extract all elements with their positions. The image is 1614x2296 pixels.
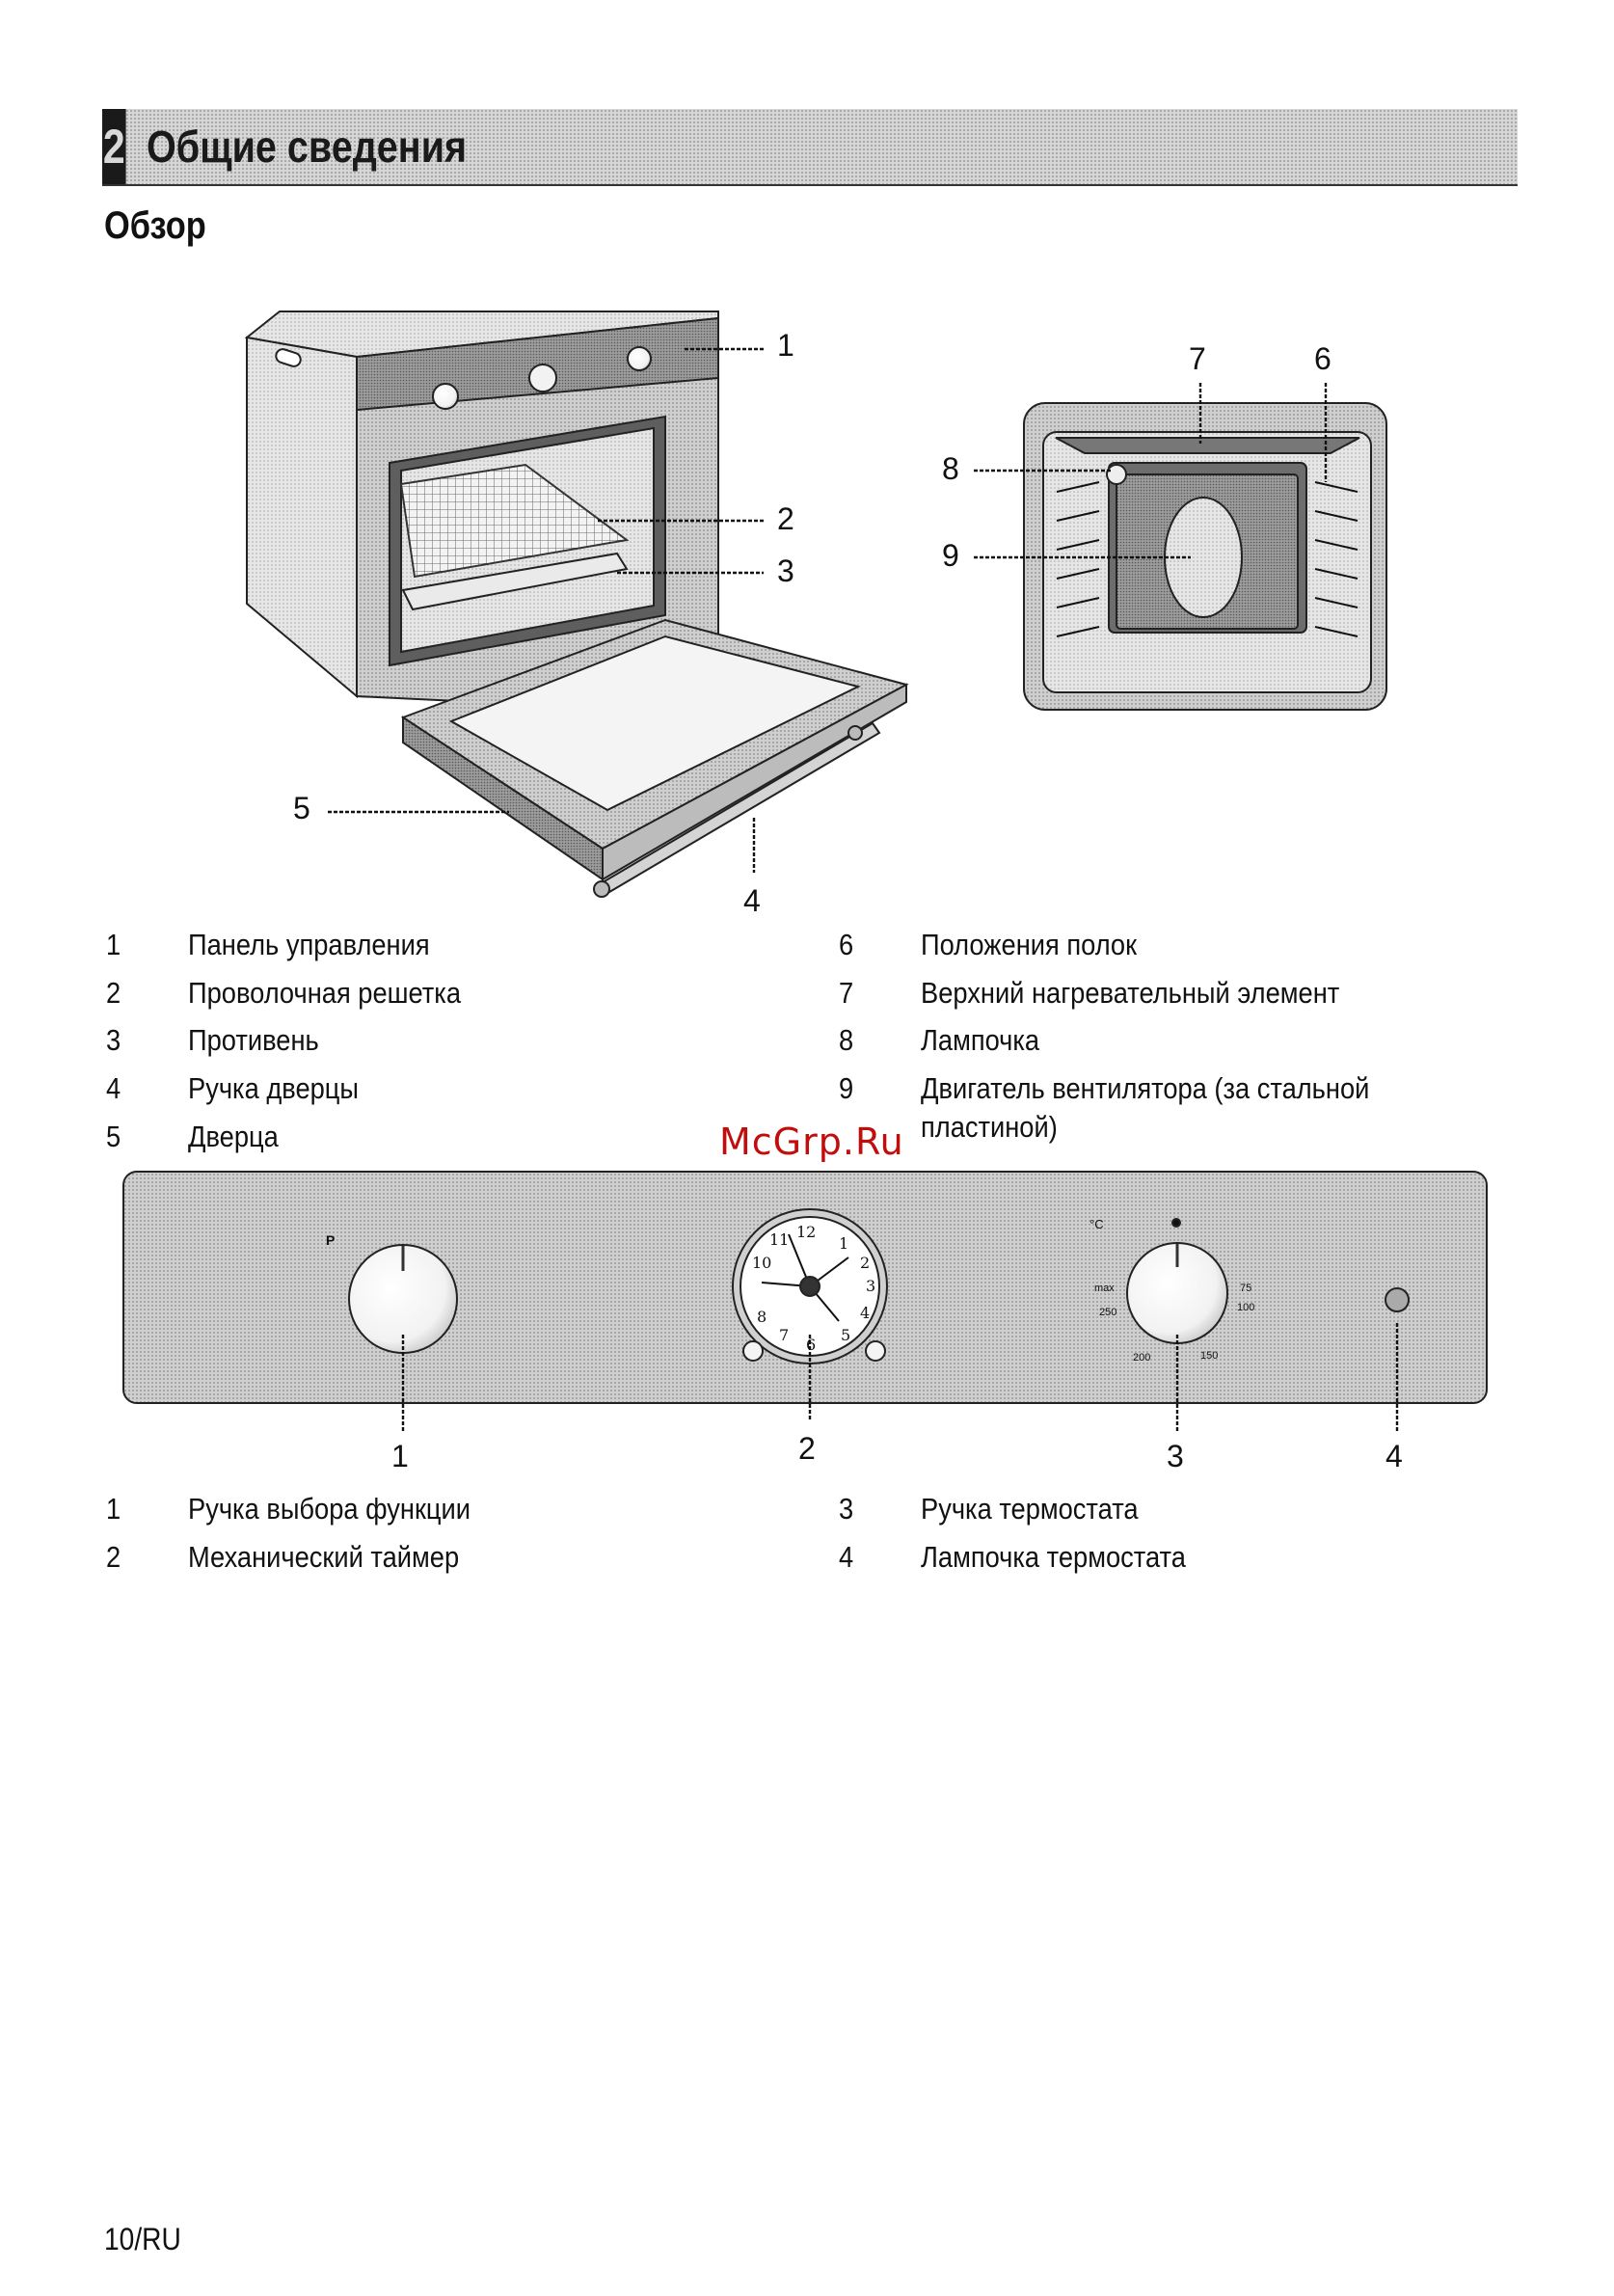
thermostat-250: 250 xyxy=(1099,1307,1117,1318)
oven-3d-view xyxy=(244,311,909,898)
legend-num: 7 xyxy=(839,976,854,1010)
callout-5: 5 xyxy=(293,791,310,825)
panel-legend-text: Ручка термостата xyxy=(921,1492,1139,1526)
panel-legend-num: 3 xyxy=(839,1492,854,1526)
legend-text: Дверца xyxy=(188,1120,279,1153)
panel-callout-2: 2 xyxy=(798,1431,816,1466)
legend-text: Верхний нагревательный элемент xyxy=(921,976,1340,1010)
timer-number: 12 xyxy=(796,1223,817,1241)
timer-number: 7 xyxy=(779,1326,790,1344)
callout-7: 7 xyxy=(1189,341,1206,376)
panel-callout-1: 1 xyxy=(391,1439,409,1473)
timer-number: 11 xyxy=(769,1230,790,1249)
timer-number: 4 xyxy=(860,1304,871,1322)
thermostat-unit: °C xyxy=(1089,1217,1104,1231)
panel-legend-num: 2 xyxy=(106,1540,121,1574)
control-panel xyxy=(122,1171,1488,1404)
panel-callout-3: 3 xyxy=(1167,1439,1184,1473)
section-title: Общие сведения xyxy=(147,122,468,172)
legend-text: Проволочная решетка xyxy=(188,976,462,1010)
legend-text: Ручка дверцы xyxy=(188,1071,360,1105)
legend-num: 4 xyxy=(106,1071,121,1105)
watermark: McGrp.Ru xyxy=(719,1121,904,1163)
callout-1: 1 xyxy=(777,328,794,363)
thermostat-100: 100 xyxy=(1237,1302,1255,1313)
section-header-band xyxy=(102,109,1518,186)
callout-4: 4 xyxy=(743,883,761,918)
legend-text: Противень xyxy=(188,1023,319,1057)
callout-9: 9 xyxy=(942,538,959,573)
cavity-leader-lines xyxy=(974,383,1328,559)
panel-callout-4: 4 xyxy=(1385,1439,1403,1473)
callout-2: 2 xyxy=(777,501,794,536)
thermostat-150: 150 xyxy=(1200,1350,1219,1362)
timer-number: 10 xyxy=(752,1254,772,1272)
legend-num: 1 xyxy=(106,928,121,961)
timer-number: 8 xyxy=(757,1308,767,1326)
thermostat-max: max xyxy=(1094,1283,1115,1294)
thermostat-200: 200 xyxy=(1133,1352,1151,1364)
subsection-title: Обзор xyxy=(104,204,206,247)
legend-text: Панель управления xyxy=(188,928,430,961)
legend-num: 2 xyxy=(106,976,121,1010)
timer-number: 5 xyxy=(841,1326,851,1344)
section-number: 2 xyxy=(102,109,126,184)
callout-3: 3 xyxy=(777,554,794,588)
timer-number: 1 xyxy=(839,1234,849,1253)
legend-text: Лампочка xyxy=(921,1023,1040,1057)
legend-text: Двигатель вентилятора (за стальной пласт… xyxy=(921,1071,1370,1144)
panel-leader-lines xyxy=(401,1323,1399,1431)
callout-8: 8 xyxy=(942,451,959,486)
callout-6: 6 xyxy=(1314,341,1332,376)
thermostat-75: 75 xyxy=(1240,1283,1252,1294)
panel-legend-text: Лампочка термостата xyxy=(921,1540,1186,1574)
timer-number: 2 xyxy=(860,1254,871,1272)
function-label-p: P xyxy=(326,1232,336,1248)
timer-number: 3 xyxy=(866,1277,876,1295)
legend-num: 9 xyxy=(839,1071,854,1105)
panel-legend-text: Механический таймер xyxy=(188,1540,460,1574)
legend-num: 6 xyxy=(839,928,854,961)
panel-legend-text: Ручка выбора функции xyxy=(188,1492,471,1526)
oven-cavity-view xyxy=(1023,402,1387,711)
legend-text: Положения полок xyxy=(921,928,1138,961)
legend-num: 5 xyxy=(106,1120,121,1153)
timer-number: 6 xyxy=(806,1336,817,1354)
legend-num: 3 xyxy=(106,1023,121,1057)
oven-leader-lines xyxy=(328,347,764,873)
panel-legend-num: 4 xyxy=(839,1540,854,1574)
page-number: 10/RU xyxy=(104,2222,181,2256)
panel-legend-num: 1 xyxy=(106,1492,121,1526)
legend-num: 8 xyxy=(839,1023,854,1057)
